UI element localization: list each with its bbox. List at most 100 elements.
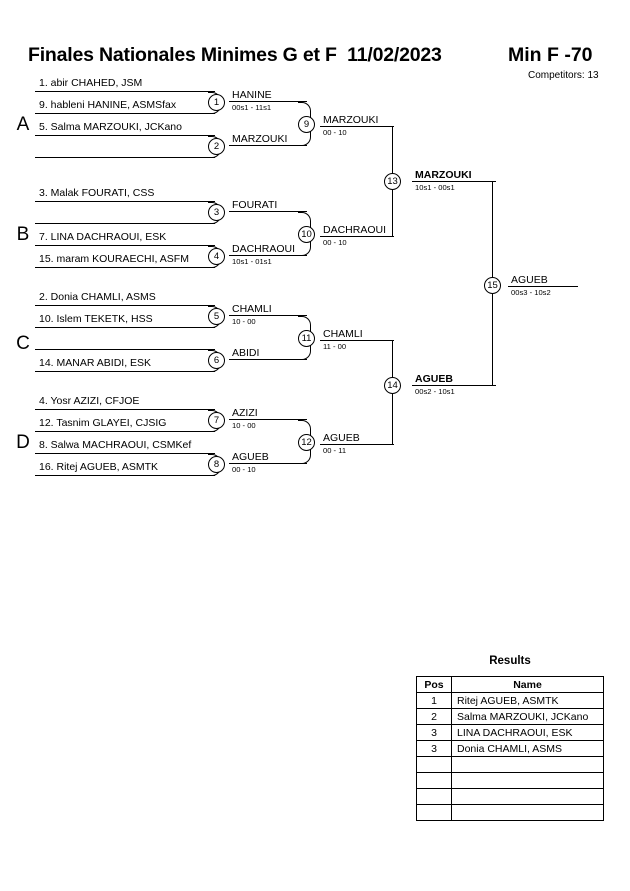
column-header-name: Name [451,676,604,693]
entry-slot[interactable]: 3. Malak FOURATI, CSS [35,182,215,202]
match-score: 10s1 - 01s1 [232,257,272,266]
match-score: 10s1 - 00s1 [415,183,455,192]
match-winner: AGUEB [412,372,496,386]
result-pos: 2 [416,708,452,725]
table-header-row: Pos Name [416,676,604,693]
entry-slot[interactable]: 1. abir CHAHED, JSM [35,72,215,92]
results-title: Results [489,655,531,667]
entry-slot[interactable]: 9. hableni HANINE, ASMSfax [35,94,215,114]
match-winner: CHAMLI [320,327,394,341]
entry-name: 3. Malak FOURATI, CSS [39,187,155,199]
match-number[interactable]: 10 [298,226,315,243]
match-number[interactable]: 2 [208,138,225,155]
entry-slot[interactable] [35,204,215,224]
column-header-pos: Pos [416,676,452,693]
section-label-d: D [16,432,30,453]
winner-rule [412,181,496,182]
table-row[interactable]: 3 Donia CHAMLI, ASMS [416,740,604,757]
match-number[interactable]: 3 [208,204,225,221]
match-number[interactable]: 9 [298,116,315,133]
entry-slot[interactable]: 5. Salma MARZOUKI, JCKano [35,116,215,136]
winner-name: AZIZI [232,407,258,419]
winner-rule [320,236,394,237]
entry-slot[interactable]: 16. Ritej AGUEB, ASMTK [35,456,215,476]
competitor-count: Competitors: 13 [528,70,599,81]
winner-name: AGUEB [511,274,548,286]
match-score: 11 - 00 [323,342,347,351]
table-row[interactable] [416,772,604,789]
match-winner: AZIZI [229,406,307,420]
result-pos: 3 [416,740,452,757]
match-number[interactable]: 14 [384,377,401,394]
match-winner: AGUEB [320,431,394,445]
entry-slot[interactable]: 4. Yosr AZIZI, CFJOE [35,390,215,410]
entry-rule [35,267,215,268]
entry-rule [35,327,215,328]
table-row[interactable] [416,788,604,805]
match-score: 00s3 - 10s2 [511,288,551,297]
entry-name: 16. Ritej AGUEB, ASMTK [39,461,159,473]
result-name: Donia CHAMLI, ASMS [451,740,604,757]
match-number[interactable]: 6 [208,352,225,369]
entry-slot[interactable]: 12. Tasnim GLAYEI, CJSIG [35,412,215,432]
match-score: 10 - 00 [232,317,256,326]
table-row[interactable] [416,804,604,821]
entry-slot[interactable]: 14. MANAR ABIDI, ESK [35,352,215,372]
winner-rule [229,211,307,212]
winner-name: DACHRAOUI [323,224,387,236]
match-number[interactable]: 13 [384,173,401,190]
match-number[interactable]: 15 [484,277,501,294]
table-row[interactable]: 2 Salma MARZOUKI, JCKano [416,708,604,725]
entry-rule [35,371,215,372]
table-row[interactable]: 1 Ritej AGUEB, ASMTK [416,692,604,709]
winner-rule [412,385,496,386]
winner-name: MARZOUKI [415,169,472,181]
result-pos [416,756,452,773]
match-score: 00 - 10 [323,128,347,137]
entry-rule [35,453,215,454]
table-row[interactable] [416,756,604,773]
result-pos: 1 [416,692,452,709]
match-winner: MARZOUKI [229,132,307,146]
entry-slot[interactable]: 8. Salwa MACHRAOUI, CSMKef [35,434,215,454]
match-score: 00 - 10 [323,238,347,247]
entry-rule [35,475,215,476]
match-number[interactable]: 1 [208,94,225,111]
results-table: Pos Name 1 Ritej AGUEB, ASMTK 2 Salma MA… [416,676,604,821]
match-number[interactable]: 11 [298,330,315,347]
winner-name: AGUEB [323,432,360,444]
match-winner: HANINE [229,88,307,102]
entry-slot[interactable]: 15. maram KOURAECHI, ASFM [35,248,215,268]
entry-name: 2. Donia CHAMLI, ASMS [39,291,156,303]
winner-rule [229,101,307,102]
match-winner: AGUEB [508,273,578,287]
entry-name: 8. Salwa MACHRAOUI, CSMKef [39,439,192,451]
match-number[interactable]: 12 [298,434,315,451]
winner-rule [320,444,394,445]
entry-rule [35,349,215,350]
result-name [451,788,604,805]
match-number[interactable]: 8 [208,456,225,473]
match-number[interactable]: 4 [208,248,225,265]
table-row[interactable]: 3 LINA DACHRAOUI, ESK [416,724,604,741]
match-number[interactable]: 7 [208,412,225,429]
result-pos [416,788,452,805]
match-score: 00 - 10 [232,465,256,474]
entry-slot[interactable]: 2. Donia CHAMLI, ASMS [35,286,215,306]
winner-rule [320,340,394,341]
result-pos [416,772,452,789]
match-number[interactable]: 5 [208,308,225,325]
entry-slot[interactable]: 10. Islem TEKETK, HSS [35,308,215,328]
entry-slot[interactable]: 7. LINA DACHRAOUI, ESK [35,226,215,246]
entry-rule [35,91,215,92]
match-winner: MARZOUKI [320,113,394,127]
entry-rule [35,135,215,136]
entry-name: 5. Salma MARZOUKI, JCKano [39,121,182,133]
match-score: 00 - 11 [323,446,347,455]
entry-slot[interactable] [35,330,215,350]
match-winner: DACHRAOUI [320,223,394,237]
winner-name: DACHRAOUI [232,243,296,255]
entry-rule [35,223,215,224]
entry-slot[interactable] [35,138,215,158]
